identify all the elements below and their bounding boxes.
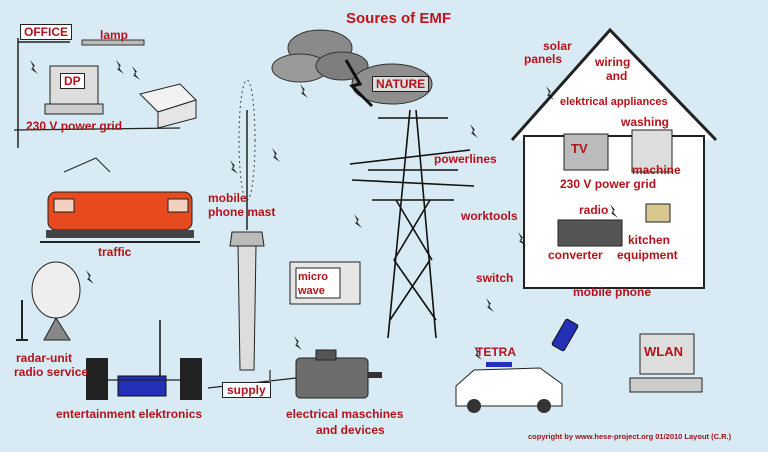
printer-icon: [139, 83, 197, 129]
nature-label: NATURE: [372, 76, 430, 92]
wiring-label: wiring: [595, 55, 631, 69]
lamp-label: lamp: [100, 28, 129, 42]
machine-label: machine: [632, 163, 681, 177]
traffic-label: traffic: [98, 245, 132, 259]
kitchen-appliance-icon: [645, 203, 671, 223]
microwave-label-1: micro: [298, 271, 328, 283]
electrical-machines-label: electrical maschines: [286, 407, 404, 421]
dp-label: DP: [60, 73, 85, 89]
stereo-system: [86, 320, 202, 400]
train-icon: [40, 157, 200, 243]
washing-machine-icon: [631, 129, 673, 173]
copyright-text: copyright by www.hese-project.org 01/201…: [528, 432, 732, 441]
worktools-label: worktools: [461, 209, 518, 223]
storm-clouds: [271, 29, 433, 108]
washing-label: washing: [621, 115, 670, 129]
office-power-grid-label: 230 V power grid: [26, 119, 123, 133]
microwave-label-2: wave: [298, 285, 325, 297]
supply-label: supply: [222, 382, 271, 398]
radio-service-label: radio service: [14, 365, 89, 379]
house-power-grid-label: 230 V power grid: [560, 177, 657, 191]
power-pylon: [349, 109, 475, 339]
wlan-computer-icon: [629, 333, 703, 393]
and-label: and: [606, 69, 628, 83]
microwave-icon: [289, 261, 361, 305]
electric-motor-icon: [295, 349, 382, 399]
mobile-phone-icon: [551, 318, 579, 352]
mobile-phone-label: mobile phone: [573, 285, 651, 299]
powerlines-label: powerlines: [434, 152, 497, 166]
panels-label: panels: [524, 52, 563, 66]
and-devices-label: and devices: [316, 423, 385, 437]
equipment-label: equipment: [617, 248, 678, 262]
radio-icon: [557, 219, 623, 247]
radar-unit-label: radar-unit: [16, 351, 73, 365]
wlan-label: WLAN: [644, 344, 683, 359]
mobile-label: mobile: [208, 191, 247, 205]
converter-label: converter: [548, 248, 603, 262]
electrical-appliances-label: elektrical appliances: [560, 96, 668, 108]
tetra-label: TETRA: [476, 345, 516, 359]
office-label: OFFICE: [20, 24, 72, 40]
radio-label: radio: [579, 203, 609, 217]
entertainment-label: entertainment elektronics: [56, 407, 203, 421]
mobile-mast: [229, 79, 265, 371]
solar-label: solar: [543, 39, 572, 53]
police-car-icon: [455, 362, 563, 413]
switch-label: switch: [476, 271, 514, 285]
kitchen-label: kitchen: [628, 233, 671, 247]
tv-label: TV: [571, 141, 588, 156]
diagram-title: Soures of EMF: [346, 10, 452, 27]
phone-mast-label: phone mast: [208, 205, 276, 219]
tv-icon: [563, 133, 609, 171]
radar-dish-icon: [16, 261, 81, 341]
